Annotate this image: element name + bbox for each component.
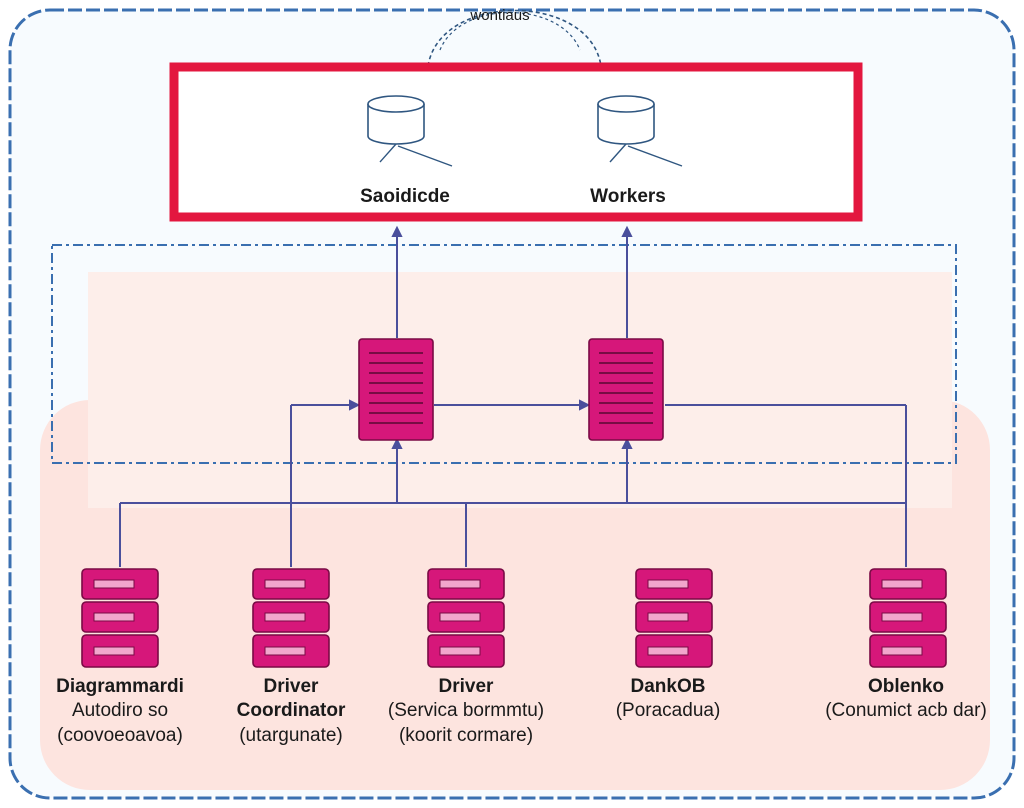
node-title: Driver [439, 676, 495, 697]
database-icon [367, 95, 453, 167]
node-title: DankOB [631, 676, 706, 697]
server-stack-icon [635, 568, 713, 668]
server-stack-icon [427, 568, 505, 668]
database-icon [597, 95, 683, 167]
node-subtitle: (utargunate) [239, 725, 343, 746]
server-stack-icon [252, 568, 330, 668]
node-subtitle: Coordinator [237, 700, 346, 721]
node-subtitle: (Servica bormmtu) [388, 700, 544, 721]
cluster-box [169, 62, 863, 222]
cluster-label-1: Workers [590, 186, 666, 207]
connectors [119, 225, 907, 567]
node-subtitle: (Conumict acb dar) [825, 700, 987, 721]
node-title: Diagrammardi [56, 676, 184, 697]
node-title: Driver [264, 676, 320, 697]
node-subtitle: (Poracadua) [616, 700, 721, 721]
node-title: Oblenko [868, 676, 944, 697]
node-subtitle: Autodiro so [72, 700, 168, 721]
node-subtitle: (coovoeoavoa) [57, 725, 183, 746]
middle-zone-border [51, 244, 957, 464]
middle-zone-fill [88, 272, 952, 508]
cluster-label-0: Saoidicde [360, 186, 450, 207]
node-subtitle: (koorit cormare) [399, 725, 533, 746]
server-icon [358, 338, 434, 441]
server-icon [588, 338, 664, 441]
top-connector-arc [439, 12, 581, 51]
top-label: wontiaus [469, 7, 529, 24]
server-stack-icon [869, 568, 947, 668]
server-stack-icon [81, 568, 159, 668]
